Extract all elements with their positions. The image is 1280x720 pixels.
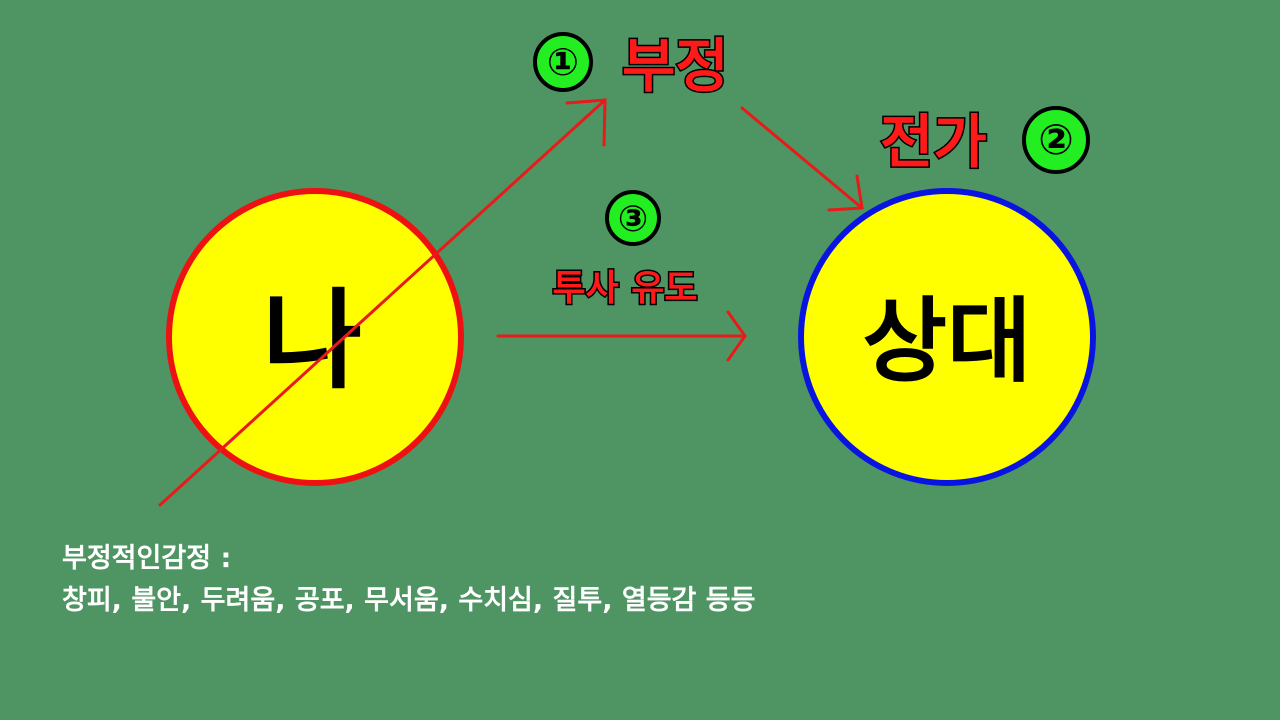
step-1: ① 부정 — [533, 31, 730, 102]
caption-items: 창피, 불안, 두려움, 공포, 무서움, 수치심, 질투, 열등감 등등 — [62, 585, 756, 616]
arrow-projection — [496, 310, 747, 362]
emotion-caption: 부정적인감정 : 창피, 불안, 두려움, 공포, 무서움, 수치심, 질투, … — [62, 538, 1242, 622]
step-2-label: 전가 — [880, 108, 987, 176]
node-other-label: 상대 — [862, 288, 1031, 395]
step-2-number: ② — [1038, 115, 1074, 164]
node-self-label: 나 — [262, 279, 361, 404]
step-3-badge — [605, 190, 661, 246]
step-3: ③ 투사 유도 — [551, 190, 699, 311]
caption-title: 부정적인감정 : — [62, 543, 232, 574]
step-1-badge — [533, 32, 593, 92]
step-3-label: 투사 유도 — [552, 268, 697, 309]
step-1-label: 부정 — [622, 32, 729, 100]
step-2-badge — [1022, 106, 1090, 174]
node-self-circle — [166, 188, 464, 486]
step-3-number: ③ — [618, 199, 648, 240]
arrow-transfer — [740, 106, 864, 212]
node-other-circle — [798, 188, 1096, 486]
step-1-number: ① — [547, 40, 579, 84]
step-2: 전가 ② — [879, 106, 1090, 178]
arrow-denial — [158, 98, 607, 507]
